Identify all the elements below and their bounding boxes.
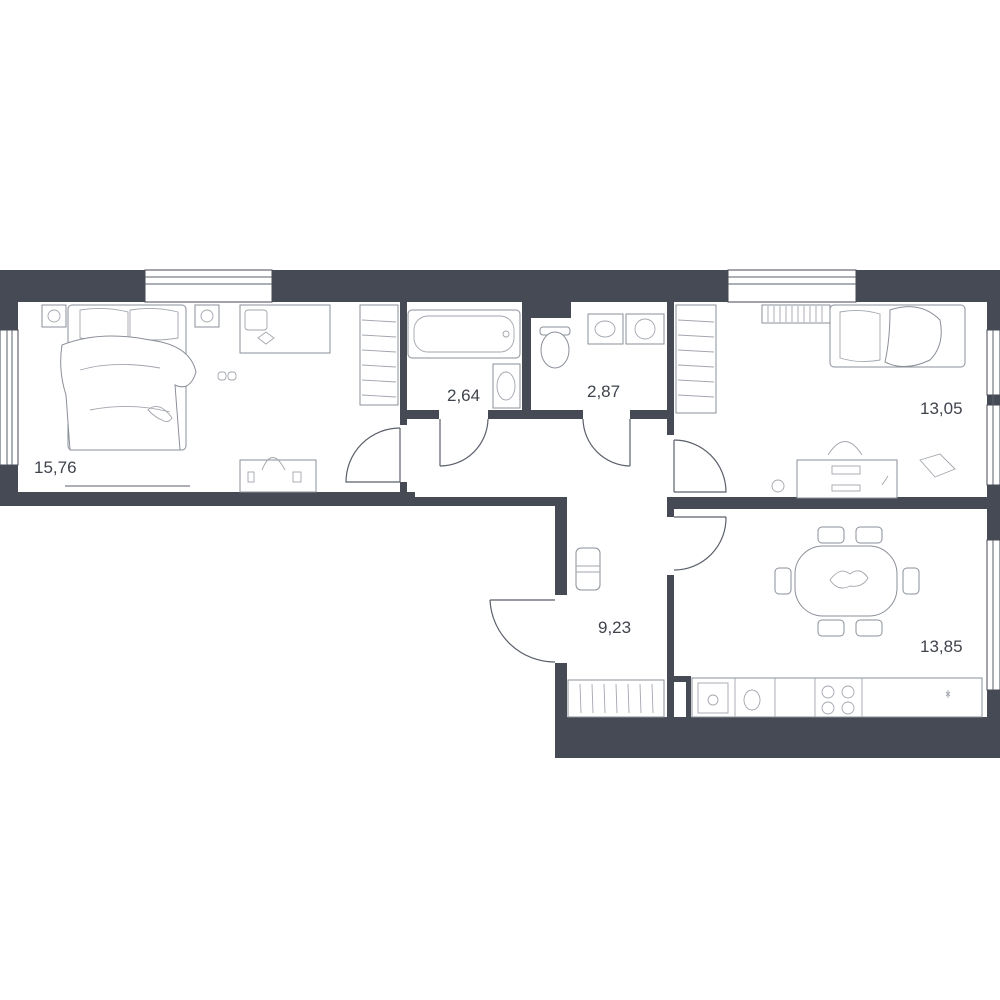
- kitchen-furniture: [691, 526, 983, 718]
- area-label-bedroom-small: 13,05: [920, 399, 963, 418]
- area-labels: 15,76 2,64 2,87 13,05 9,23 13,85: [34, 382, 963, 656]
- doors: [345, 418, 727, 663]
- windows: [0, 269, 1000, 691]
- area-label-bathroom: 2,64: [447, 386, 480, 405]
- hallway-furniture: [567, 547, 665, 718]
- area-label-hallway: 9,23: [598, 618, 631, 637]
- bedroom-large-furniture: [41, 304, 399, 493]
- bedroom-small-furniture: [675, 304, 966, 499]
- bathroom-furniture: [407, 309, 521, 409]
- toilet-furniture: [539, 313, 665, 369]
- area-label-toilet: 2,87: [587, 382, 620, 401]
- area-label-bedroom-large: 15,76: [34, 458, 77, 477]
- area-label-kitchen-living: 13,85: [920, 637, 963, 656]
